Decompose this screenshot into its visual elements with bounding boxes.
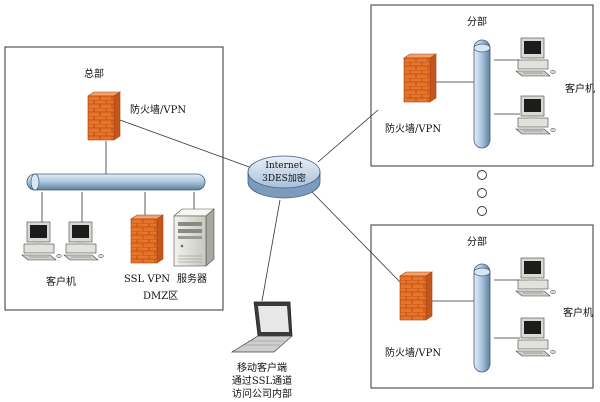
dmz-label: DMZ区 [143,290,178,302]
branch-bottom-zone: 分部 防火墙/VPN 客户机 [370,224,594,389]
ssl-vpn-firewall-icon [130,214,164,264]
branch-top-title: 分部 [467,15,487,28]
hq-zone: 总部 防火墙/VPN 客户机 SSL VPN 服务器 DMZ区 [4,46,224,311]
server-label: 服务器 [177,272,207,285]
branch-bottom-title: 分部 [467,235,487,248]
hq-pc-2-icon [63,221,104,261]
more-branches-ellipsis [477,170,487,216]
branch-bottom-pc-1-icon [515,257,556,297]
branch-bottom-firewall-label: 防火墙/VPN [385,346,441,359]
internet-label: Internet [265,161,303,171]
branch-bottom-firewall-icon [399,271,433,321]
wan-links [119,109,403,302]
branch-top-frame [370,4,594,167]
branch-top-pc-1-icon [515,37,556,77]
hq-client-label: 客户机 [46,275,76,288]
hq-frame [4,46,224,311]
ssl-vpn-label: SSL VPN [124,274,170,285]
internet-cloud: Internet 3DES加密 [247,155,321,199]
mobile-client-zone: 移动客户端 通过SSL通道 访问公司内部 [230,301,293,400]
branch-bottom-client-label: 客户机 [563,306,593,319]
branch-top-client-label: 客户机 [565,82,595,95]
branch-bottom-frame [370,224,594,389]
branch-top-pc-2-icon [515,95,556,135]
encryption-label: 3DES加密 [262,172,306,184]
branch-bottom-pc-2-icon [515,317,556,357]
hq-firewall-label: 防火墙/VPN [130,103,186,116]
server-icon [173,208,215,267]
branch-top-firewall-icon [403,53,437,103]
branch-top-zone: 分部 防火墙/VPN 客户机 [370,4,595,167]
laptop-icon [230,301,293,353]
hq-title: 总部 [84,67,104,80]
branch-bottom-lan-bus [473,263,491,373]
mobile-label-line1: 移动客户端 [237,361,287,374]
hq-lan-bus [26,173,206,191]
mobile-label-line3: 访问公司内部 [232,387,292,400]
branch-top-firewall-label: 防火墙/VPN [385,122,441,135]
mobile-label-line2: 通过SSL通道 [232,374,292,387]
hq-pc-1-icon [21,221,62,261]
branch-top-lan-bus [473,39,491,149]
hq-firewall-icon [87,91,121,141]
